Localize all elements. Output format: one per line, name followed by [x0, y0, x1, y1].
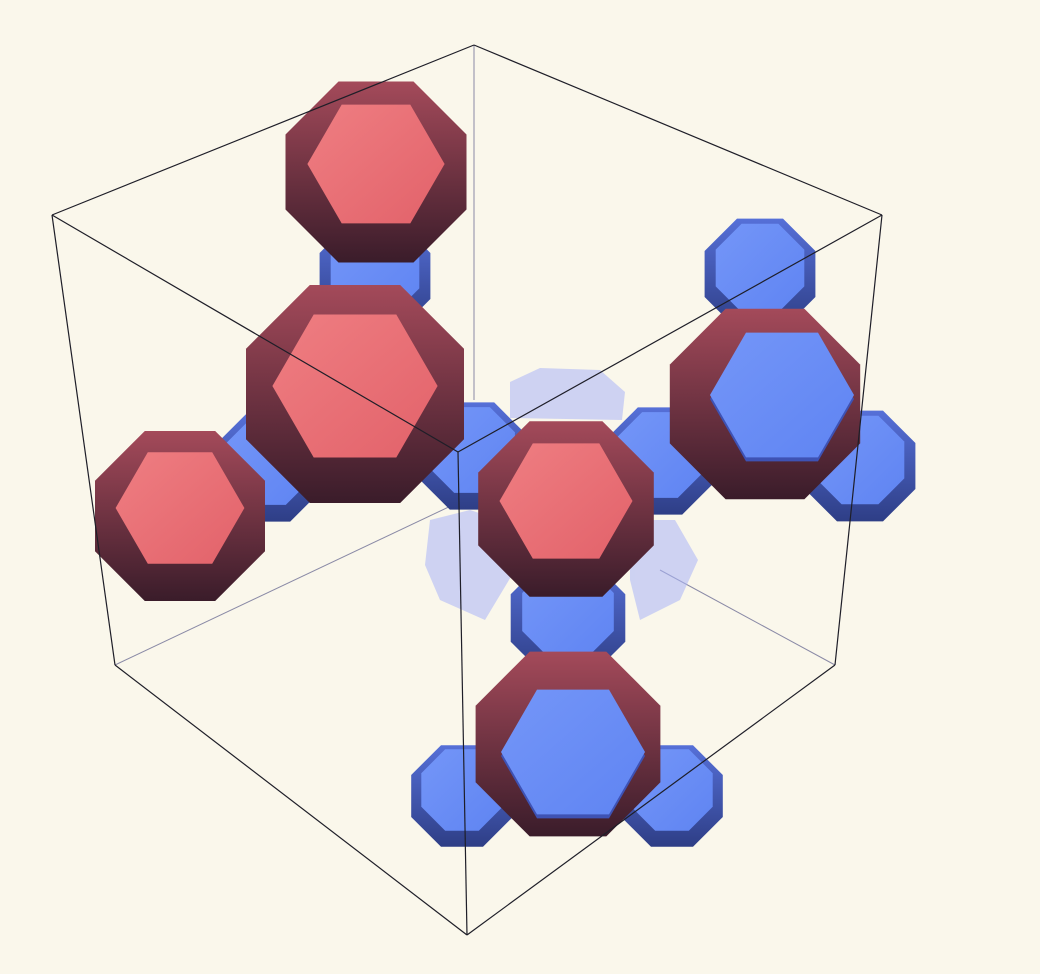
blue-front-face	[501, 689, 645, 815]
cube-edge	[457, 451, 468, 936]
cube-edge	[114, 664, 468, 936]
translucent-cell	[510, 368, 625, 420]
red-truncated-octahedron	[478, 421, 654, 597]
cube-edge	[51, 214, 459, 453]
red-cell-face	[307, 104, 445, 224]
cube-edge	[114, 494, 475, 666]
cube-edge	[457, 214, 883, 453]
red-cell-face	[499, 443, 633, 559]
cube-edge	[466, 664, 836, 936]
red-truncated-octahedron	[285, 81, 467, 263]
cube-edge	[834, 214, 883, 666]
cube-edge	[51, 44, 475, 216]
cube-edge	[659, 569, 836, 666]
cube-back-edges	[114, 45, 836, 666]
blue-cell-face	[715, 223, 805, 313]
blue-connector-cell	[704, 218, 816, 330]
cube-front-edges	[51, 44, 883, 936]
red-cell-face	[272, 314, 438, 458]
blue-front-face	[710, 332, 854, 458]
cube-edge	[51, 214, 116, 666]
cube-edge	[473, 44, 883, 216]
blue-front-cells	[501, 332, 854, 819]
red-truncated-octahedron	[95, 431, 265, 601]
red-truncated-octahedron	[246, 285, 464, 503]
red-cell-face	[115, 452, 245, 564]
